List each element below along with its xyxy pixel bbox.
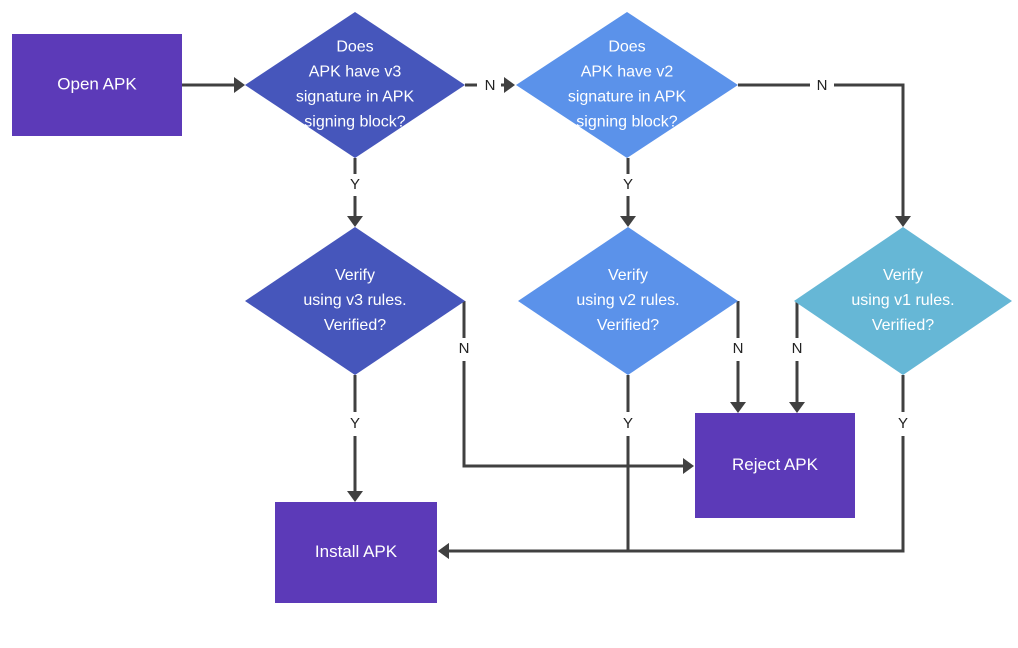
decision-verify-v2-rules-text-line: using v2 rules.	[576, 292, 679, 309]
decision-has-v3-signature-text-line: Does	[336, 39, 373, 56]
decision-verify-v1-rules-shape[interactable]	[794, 227, 1012, 375]
edge-has-v3-no-to-has-v2-label: N	[485, 77, 496, 94]
edge-verify-v1-yes-to-install-apk-line	[444, 375, 905, 553]
edge-verify-v3-no-to-reject-apk-label: N	[459, 340, 470, 357]
edge-verify-v1-no-to-reject-apk-label: N	[792, 340, 803, 357]
edge-layer	[182, 77, 911, 559]
open-apk-box-text-line: Open APK	[57, 74, 137, 93]
edge-verify-v3-no-to-reject-apk	[462, 301, 694, 474]
edge-has-v2-no-to-verify-v1-line	[738, 83, 905, 222]
install-apk-box[interactable]: Install APK	[275, 502, 437, 603]
install-apk-box-shape[interactable]	[275, 502, 437, 603]
edge-verify-v2-no-to-reject-apk-arrowhead	[730, 402, 746, 413]
decision-has-v3-signature-shape[interactable]	[245, 12, 465, 158]
edge-has-v3-no-to-has-v2	[465, 77, 515, 93]
edge-has-v3-no-to-has-v2-arrowhead	[504, 77, 515, 93]
decision-verify-v3-rules-text-line: Verify	[335, 267, 375, 284]
decision-verify-v2-rules-shape[interactable]	[518, 227, 738, 375]
decision-verify-v3-rules-text-line: Verified?	[324, 317, 386, 334]
decision-verify-v3-rules-shape[interactable]	[245, 227, 465, 375]
edge-has-v2-yes-to-verify-v2-arrowhead	[620, 216, 636, 227]
edge-has-v2-yes-to-verify-v2	[620, 158, 636, 227]
reject-apk-box-shape[interactable]	[695, 413, 855, 518]
edge-verify-v2-no-to-reject-apk-label: N	[733, 340, 744, 357]
decision-has-v2-signature-text-line: signature in APK	[568, 89, 687, 106]
edge-verify-v2-no-to-reject-apk	[730, 301, 746, 413]
decision-verify-v2-rules-text-line: Verified?	[597, 317, 659, 334]
edge-verify-v1-yes-to-install-apk-arrowhead	[438, 543, 449, 559]
edge-verify-v2-yes-to-install-apk-line	[444, 375, 630, 553]
decision-has-v2-signature-text-line: signing block?	[576, 114, 678, 131]
decision-has-v2-signature-text-line: Does	[608, 39, 645, 56]
decision-has-v3-signature-text-line: signature in APK	[296, 89, 415, 106]
install-apk-box-text-line: Install APK	[315, 542, 398, 561]
decision-verify-v3-rules-text-line: using v3 rules.	[303, 292, 406, 309]
decision-verify-v2-rules-text-line: Verify	[608, 267, 648, 284]
edge-has-v3-yes-to-verify-v3-arrowhead	[347, 216, 363, 227]
edge-verify-v1-no-to-reject-apk	[789, 301, 805, 413]
edge-verify-v3-yes-to-install-apk-arrowhead	[347, 491, 363, 502]
edge-verify-v3-yes-to-install-apk	[347, 375, 363, 502]
edge-verify-v3-yes-to-install-apk-label: Y	[350, 415, 360, 432]
edge-verify-v2-yes-to-install-apk-label: Y	[623, 415, 633, 432]
edge-has-v2-yes-to-verify-v2-label: Y	[623, 176, 633, 193]
edge-verify-v1-yes-to-install-apk-label: Y	[898, 415, 908, 432]
reject-apk-box[interactable]: Reject APK	[695, 413, 855, 518]
edge-verify-v3-no-to-reject-apk-arrowhead	[683, 458, 694, 474]
decision-verify-v1-rules-text-line: using v1 rules.	[851, 292, 954, 309]
decision-verify-v1-rules-text-line: Verify	[883, 267, 923, 284]
open-apk-box[interactable]: Open APK	[12, 34, 182, 136]
edge-label-layer: N Y Y N Y N Y N N Y	[350, 77, 908, 432]
edge-has-v3-yes-to-verify-v3-label: Y	[350, 176, 360, 193]
edge-verify-v1-yes-to-install-apk	[438, 375, 905, 559]
decision-verify-v3-rules[interactable]: Verify using v3 rules. Verified?	[245, 227, 465, 375]
decision-has-v2-signature-shape[interactable]	[516, 12, 738, 158]
edge-has-v2-no-to-verify-v1	[738, 83, 911, 227]
decision-has-v3-signature-text-line: signing block?	[304, 114, 406, 131]
edge-has-v3-yes-to-verify-v3	[347, 158, 363, 227]
decision-verify-v1-rules[interactable]: Verify using v1 rules. Verified?	[794, 227, 1012, 375]
edge-verify-v1-no-to-reject-apk-arrowhead	[789, 402, 805, 413]
edge-open-apk-to-has-v3-arrowhead	[234, 77, 245, 93]
decision-verify-v1-rules-text-line: Verified?	[872, 317, 934, 334]
edge-open-apk-to-has-v3	[182, 77, 245, 93]
decision-verify-v2-rules[interactable]: Verify using v2 rules. Verified?	[518, 227, 738, 375]
reject-apk-box-text-line: Reject APK	[732, 455, 819, 474]
edge-has-v2-no-to-verify-v1-label: N	[817, 77, 828, 94]
open-apk-box-shape[interactable]	[12, 34, 182, 136]
decision-has-v3-signature-text-line: APK have v3	[309, 64, 402, 81]
decision-has-v2-signature-text-line: APK have v2	[581, 64, 674, 81]
edge-verify-v3-no-to-reject-apk-line	[462, 301, 688, 468]
edge-has-v2-no-to-verify-v1-arrowhead	[895, 216, 911, 227]
